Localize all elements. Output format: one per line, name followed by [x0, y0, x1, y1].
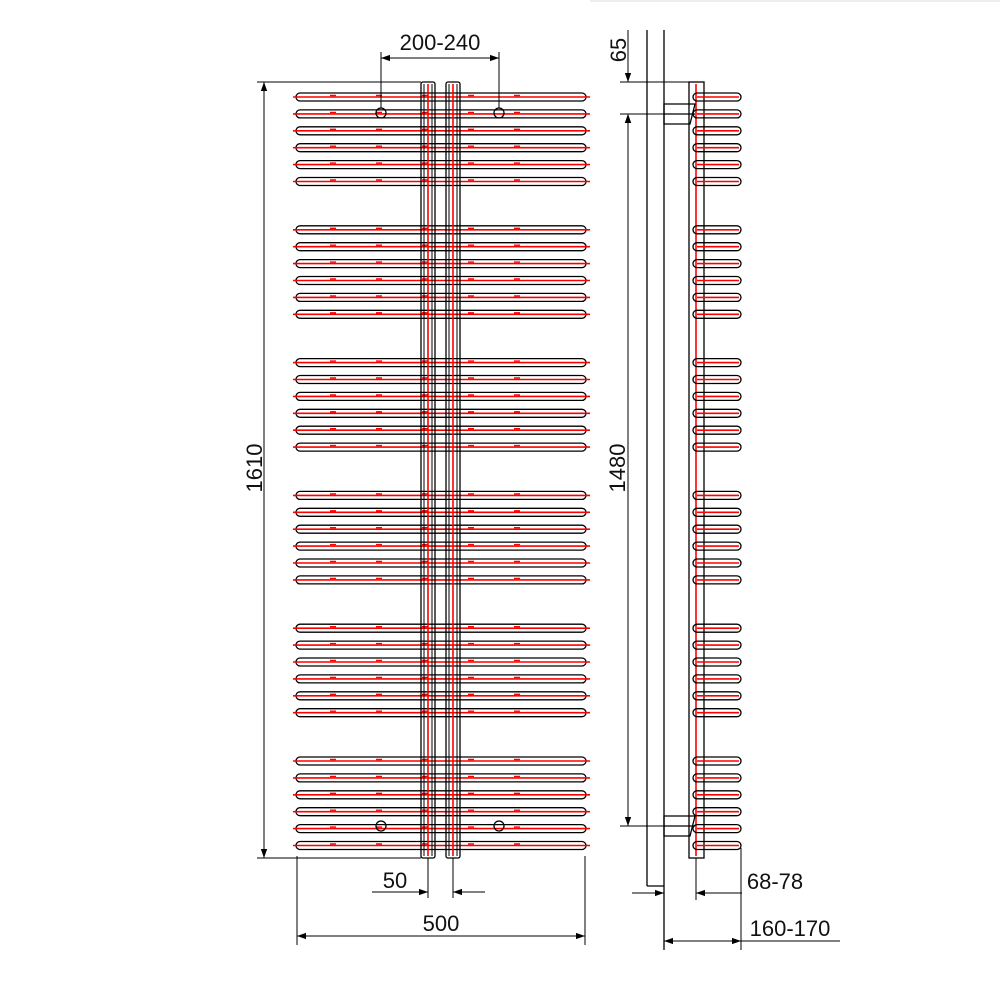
tube-profile [692, 258, 742, 269]
dim-total-width: 500 [423, 911, 460, 936]
valve-top-icon [663, 103, 696, 125]
tube-rail [293, 507, 590, 517]
tube-profile [692, 225, 742, 235]
tube-rail [293, 790, 590, 800]
front-view [293, 81, 590, 859]
tube-rail [293, 773, 590, 783]
tube-rail [293, 425, 590, 435]
tube-profile [692, 357, 742, 368]
tube-profile [692, 640, 742, 650]
tube-rail [293, 708, 590, 718]
tube-rail [293, 275, 590, 286]
tube-profile [692, 575, 742, 585]
tube-rail [293, 159, 590, 170]
tube-profile [692, 840, 742, 851]
tube-profile [692, 442, 742, 452]
tube-rail [293, 640, 590, 650]
front-tube-rails [293, 92, 590, 851]
tube-profile [692, 309, 742, 319]
tube-profile [692, 507, 742, 517]
dim-wall-to-connection: 68-78 [747, 869, 803, 894]
tube-rail [293, 657, 590, 667]
connection-bottom-right-icon [493, 820, 505, 832]
dim-collector-width: 50 [383, 868, 407, 893]
tube-profile [692, 524, 742, 534]
tube-profile [692, 292, 742, 303]
connection-bottom-left-icon [375, 820, 387, 832]
tube-profile [692, 657, 742, 667]
tube-profile [692, 807, 742, 817]
tube-rail [293, 807, 590, 817]
vertical-collectors [420, 81, 461, 859]
tube-rail [293, 408, 590, 418]
tube-rail [293, 442, 590, 452]
tube-profile [692, 92, 742, 102]
tube-rail [293, 391, 590, 402]
tube-profile [692, 623, 742, 633]
tube-rail [293, 109, 590, 119]
tube-rail [293, 756, 590, 766]
tube-profile [692, 558, 742, 568]
tube-rail [293, 357, 590, 368]
tube-profile [692, 756, 742, 766]
tube-profile [692, 126, 742, 136]
tube-profile [692, 391, 742, 402]
tube-rail [293, 524, 590, 534]
tube-rail [293, 691, 590, 701]
tube-profile [692, 176, 742, 187]
tube-rail [293, 541, 590, 551]
tube-rail [293, 490, 590, 501]
tube-profile [692, 143, 742, 153]
connection-circles [375, 107, 505, 832]
side-dimensions: 65 1480 68-78 160-170 [605, 30, 840, 950]
tube-profile [692, 708, 742, 718]
front-dimensions: 200-240 1610 50 500 [242, 30, 586, 945]
dim-connection-height: 1480 [605, 444, 630, 493]
dim-connection-spacing: 200-240 [400, 30, 481, 55]
tube-rail [293, 558, 590, 568]
tube-profile [692, 490, 742, 501]
side-view [646, 30, 742, 950]
tube-rail [293, 258, 590, 269]
tube-profile [692, 773, 742, 783]
tube-profile [692, 425, 742, 435]
dim-total-height: 1610 [242, 444, 267, 493]
dim-wall-to-front: 160-170 [750, 916, 831, 941]
tube-rail [293, 126, 590, 136]
valve-bottom-icon [663, 815, 696, 837]
tube-rail [293, 374, 590, 385]
tube-profile [692, 159, 742, 170]
side-tube-profiles [692, 92, 742, 851]
tube-profile [692, 541, 742, 551]
tube-rail [293, 292, 590, 303]
tube-rail [293, 242, 590, 252]
tube-profile [692, 374, 742, 385]
tube-rail [293, 674, 590, 684]
tube-profile [692, 674, 742, 684]
tube-profile [692, 823, 742, 834]
tube-profile [692, 275, 742, 286]
dim-top-offset: 65 [606, 38, 631, 62]
tube-rail [293, 176, 590, 187]
tube-rail [293, 823, 590, 834]
tube-profile [692, 408, 742, 418]
tube-rail [293, 575, 590, 585]
tube-rail [293, 840, 590, 851]
tube-profile [692, 790, 742, 800]
tube-profile [692, 691, 742, 701]
tube-rail [293, 92, 590, 102]
tube-rail [293, 623, 590, 633]
tube-profile [692, 109, 742, 119]
tube-rail [293, 309, 590, 319]
tube-rail [293, 143, 590, 153]
tube-rail [293, 225, 590, 235]
tube-profile [692, 242, 742, 252]
